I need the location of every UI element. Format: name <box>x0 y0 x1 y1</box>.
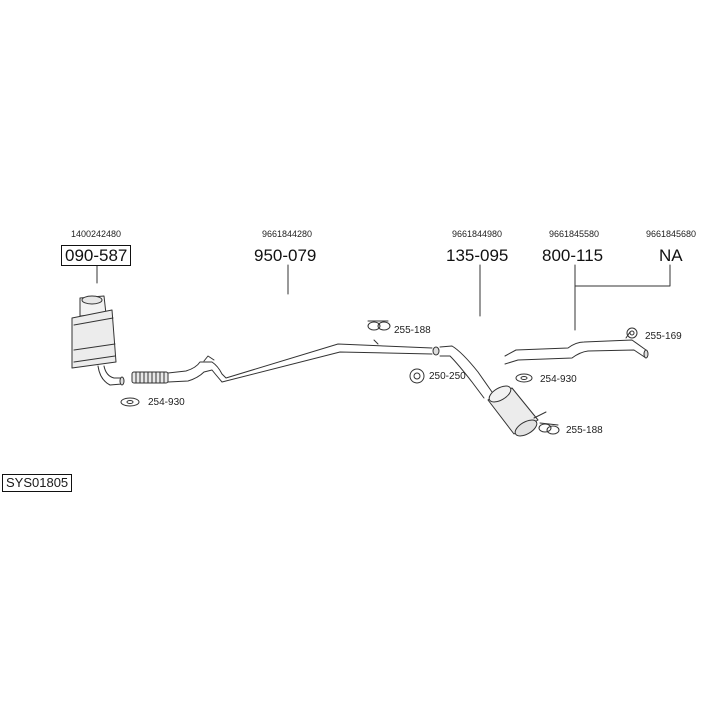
oem-number-4: 9661845580 <box>549 229 600 239</box>
middle-muffler-135-095 <box>432 345 547 437</box>
front-pipe-950-079 <box>131 339 433 384</box>
accessory-label-255-188-top[interactable]: 255-188 <box>394 325 431 336</box>
hanger-255-188-top <box>367 320 391 331</box>
accessory-label-255-169[interactable]: 255-169 <box>645 331 682 342</box>
system-code-label: SYS01805 <box>2 474 73 493</box>
clamp-250-250 <box>409 368 425 384</box>
part-number-090-587[interactable]: 090-587 <box>61 245 132 266</box>
hanger-255-169 <box>626 327 638 339</box>
oem-number-2: 9661844280 <box>262 229 313 239</box>
leader-line-800-115-na <box>574 264 671 331</box>
oem-number-5: 9661845680 <box>646 229 697 239</box>
clamp-254-930-front <box>120 397 140 407</box>
accessory-label-255-188-bottom[interactable]: 255-188 <box>566 425 603 436</box>
clamp-254-930-middle <box>515 373 533 383</box>
part-number-950-079[interactable]: 950-079 <box>254 246 317 265</box>
catalytic-converter <box>71 295 125 386</box>
accessory-label-250-250[interactable]: 250-250 <box>429 371 466 382</box>
rear-pipe-800-115 <box>504 331 649 365</box>
part-number-na[interactable]: NA <box>659 246 683 265</box>
oem-number-1: 1400242480 <box>71 229 122 239</box>
oem-number-3: 9661844980 <box>452 229 503 239</box>
accessory-label-254-930-front[interactable]: 254-930 <box>148 397 185 408</box>
hanger-255-188-bottom <box>538 422 560 435</box>
part-number-135-095[interactable]: 135-095 <box>446 246 509 265</box>
accessory-label-254-930-middle[interactable]: 254-930 <box>540 374 577 385</box>
part-number-800-115[interactable]: 800-115 <box>542 246 604 265</box>
